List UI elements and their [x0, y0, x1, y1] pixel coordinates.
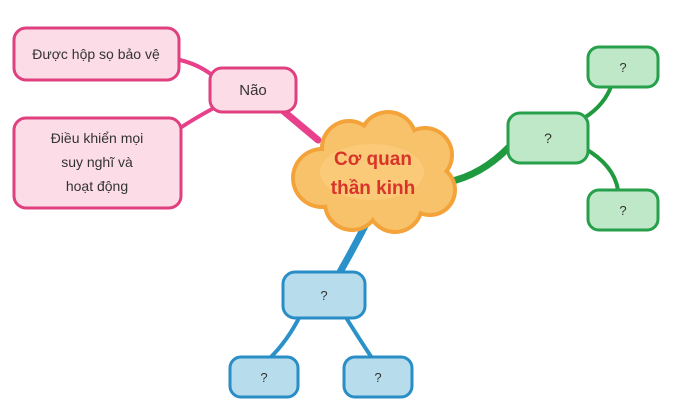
node-green-top-label: ?: [619, 60, 626, 75]
node-blue-left: [228, 355, 300, 399]
node-green-bottom-label: ?: [619, 203, 626, 218]
center-label-line1: Cơ quan: [334, 149, 412, 170]
node-controls-thoughts: [12, 116, 183, 210]
center-cloud: Cơ quan thần kinh: [291, 110, 457, 234]
node-nao-label: Não: [239, 82, 267, 99]
connector-blue-right: [343, 314, 374, 360]
node-controls-thoughts-line2: suy nghĩ và: [61, 154, 133, 170]
connector-green-top: [582, 82, 614, 120]
node-protected-by-skull: [12, 26, 181, 82]
node-green-main: [506, 111, 590, 165]
node-blue-main-label: ?: [320, 288, 327, 303]
pink-branch: Được hộp sọ bảo vệ Não Điều khiển mọi su…: [12, 26, 298, 210]
node-nao: [208, 66, 298, 114]
node-controls-thoughts-line1: Điều khiển mọi: [51, 130, 144, 146]
node-blue-right: [342, 355, 414, 399]
node-protected-by-skull-label: Được hộp sọ bảo vệ: [32, 46, 160, 62]
blue-branch: ? ? ?: [228, 270, 414, 399]
node-green-main-label: ?: [544, 130, 552, 146]
node-controls-thoughts-line3: hoạt động: [66, 178, 128, 194]
connector-blue-left: [268, 314, 302, 360]
node-blue-main: [281, 270, 367, 320]
node-green-bottom: [586, 188, 660, 232]
node-blue-right-label: ?: [374, 370, 381, 385]
green-branch: ? ? ?: [506, 45, 660, 232]
node-green-top: [586, 45, 660, 89]
node-blue-left-label: ?: [260, 370, 267, 385]
center-label-line2: thần kinh: [331, 178, 415, 199]
connector-center-green: [444, 142, 514, 186]
